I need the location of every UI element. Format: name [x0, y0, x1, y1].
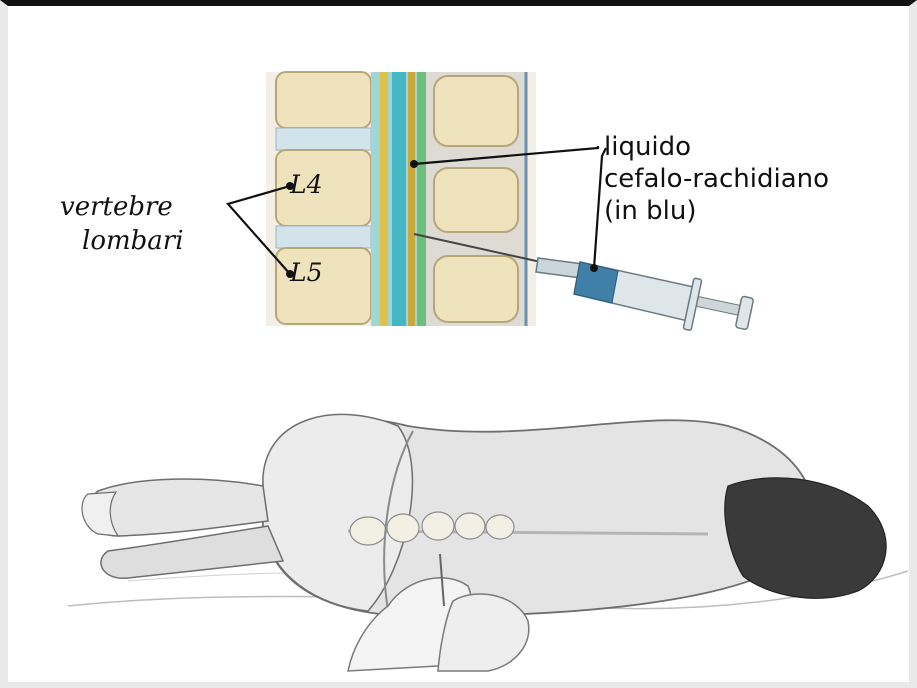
csf-label-line3: (in blu) [604, 196, 696, 226]
l4-label: L4 [290, 170, 323, 199]
vertebre-label-line2: lombari [82, 226, 184, 256]
l5-label: L5 [290, 258, 323, 287]
vertebre-label-line1: vertebre [60, 192, 173, 222]
csf-label-line1: liquido [604, 132, 691, 162]
illustration [8, 6, 917, 688]
spine-section [266, 72, 536, 326]
patient-illustration [68, 414, 908, 671]
syringe-marker [590, 264, 598, 272]
csf-label-line2: cefalo-rachidiano [604, 164, 829, 194]
csf-marker [410, 160, 418, 168]
